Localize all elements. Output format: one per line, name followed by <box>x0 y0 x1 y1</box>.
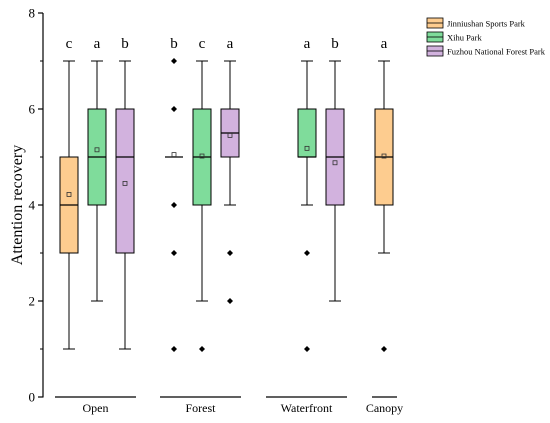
y-tick-label: 4 <box>29 198 36 213</box>
significance-letter: a <box>381 36 388 52</box>
box-forest-2: a <box>220 36 240 304</box>
legend-label: Xihu Park <box>447 33 482 43</box>
box-canopy-0: a <box>374 36 394 352</box>
legend-label: Jinniushan Sports Park <box>447 19 526 29</box>
box-waterfront-2: b <box>325 36 345 302</box>
significance-letter: c <box>199 36 206 52</box>
significance-letter: a <box>94 36 101 52</box>
mean-marker <box>332 160 338 166</box>
mean-marker <box>199 153 205 159</box>
category-label-forest: Forest <box>186 401 217 415</box>
significance-letter: a <box>304 36 311 52</box>
significance-letter: c <box>66 36 73 52</box>
mean-marker <box>94 147 100 153</box>
y-tick-label: 8 <box>29 6 36 21</box>
outlier-point <box>304 250 310 256</box>
outlier-point <box>381 346 387 352</box>
y-tick-label: 2 <box>29 294 36 309</box>
mean-marker <box>227 132 233 138</box>
mean-marker <box>304 145 310 151</box>
outlier-point <box>171 58 177 64</box>
box-open-1: a <box>87 36 107 302</box>
outlier-point <box>227 250 233 256</box>
category-label-canopy: Canopy <box>366 401 403 415</box>
significance-letter: b <box>170 36 178 52</box>
box-waterfront-1: a <box>297 36 317 352</box>
mean-marker <box>66 192 72 197</box>
outlier-point <box>171 346 177 352</box>
outlier-point <box>304 346 310 352</box>
y-tick-label: 0 <box>29 390 36 405</box>
legend-label: Fuzhou National Forest Park <box>447 47 546 57</box>
mean-marker <box>122 180 128 186</box>
outlier-point <box>171 106 177 112</box>
y-axis-label: Attention recovery <box>9 145 26 265</box>
iqr-box <box>297 108 317 158</box>
outlier-point <box>227 298 233 304</box>
box-forest-0: b <box>165 36 183 352</box>
box-open-0: c <box>59 36 79 350</box>
significance-letter: b <box>121 36 129 52</box>
outlier-point <box>199 346 205 352</box>
category-label-open: Open <box>83 401 109 415</box>
category-label-waterfront: Waterfront <box>281 401 333 415</box>
mean-marker <box>381 153 387 159</box>
box-forest-1: c <box>192 36 212 352</box>
outlier-point <box>171 250 177 256</box>
significance-letter: a <box>227 36 234 52</box>
y-tick-label: 6 <box>29 102 36 117</box>
mean-marker <box>171 152 177 158</box>
significance-letter: b <box>331 36 339 52</box>
outlier-point <box>171 202 177 208</box>
box-open-2: b <box>115 36 135 350</box>
